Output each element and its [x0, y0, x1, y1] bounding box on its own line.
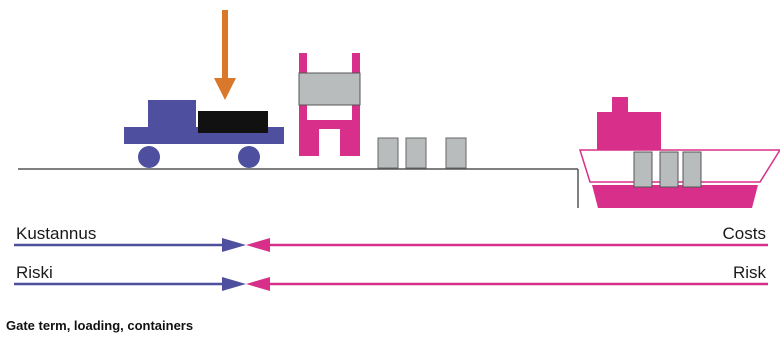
truck-cargo	[198, 111, 268, 133]
caption: Gate term, loading, containers	[6, 318, 194, 333]
forklift-container	[298, 72, 361, 106]
container-icon	[633, 151, 653, 188]
container-icon	[377, 137, 399, 169]
container-group	[377, 137, 467, 169]
truck-wheel-rear	[238, 146, 260, 168]
cost-arrows	[14, 238, 768, 252]
ship-icon	[578, 97, 780, 208]
down-arrow-icon	[214, 10, 236, 100]
forklift-icon	[298, 53, 361, 156]
risk-label-left: Riski	[16, 263, 53, 282]
arrowhead-left	[246, 238, 270, 252]
container-icon	[445, 137, 467, 169]
truck-wheel-front	[138, 146, 160, 168]
cost-label-right: Costs	[722, 224, 766, 243]
risk-label-right: Risk	[732, 263, 766, 282]
arrowhead-right	[222, 277, 246, 291]
truck-icon	[124, 100, 284, 168]
container-icon	[682, 151, 702, 188]
arrowhead-left	[246, 277, 270, 291]
container-icon	[405, 137, 427, 169]
quay-line	[18, 168, 579, 208]
risk-arrows	[14, 277, 768, 291]
arrowhead-right	[222, 238, 246, 252]
cost-label-left: Kustannus	[16, 224, 97, 243]
container-icon	[659, 151, 679, 188]
